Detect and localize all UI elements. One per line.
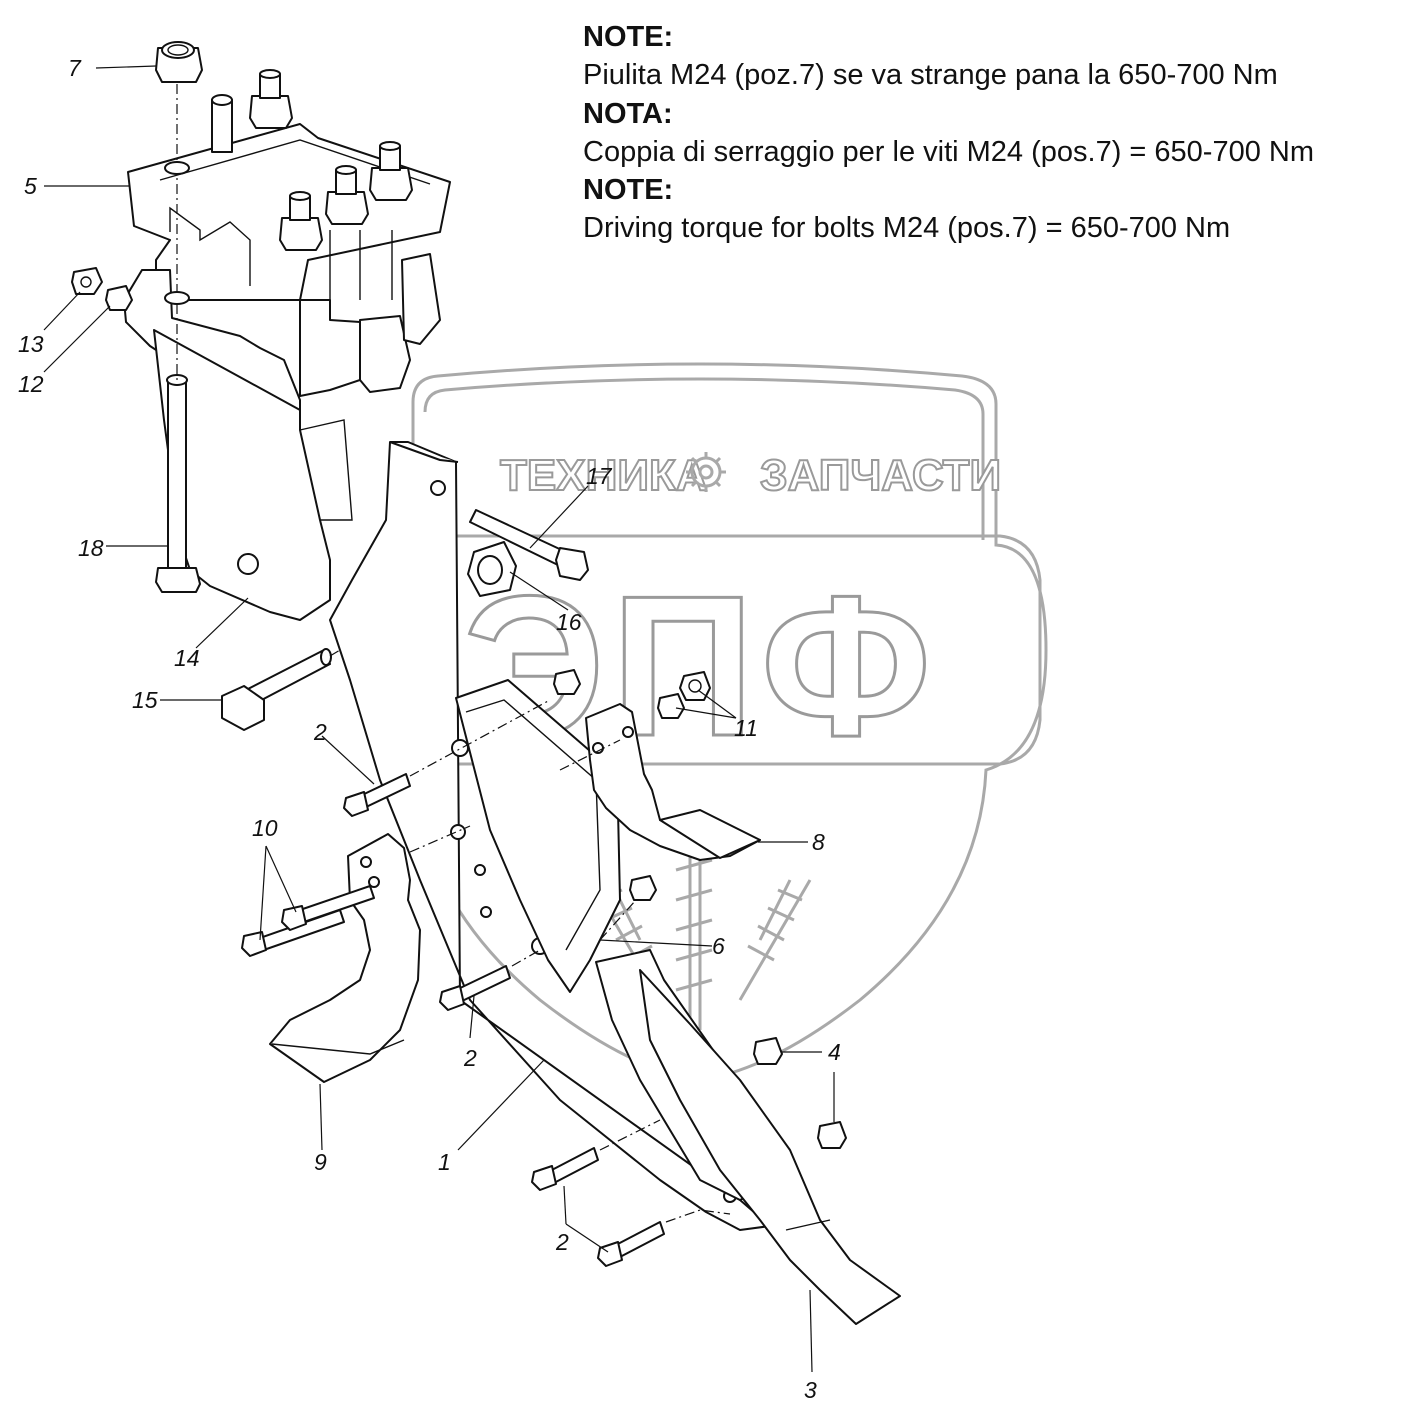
gear-icon <box>686 452 726 492</box>
callout-4: 4 <box>828 1039 841 1065</box>
callout-2-lower: 2 <box>555 1229 569 1255</box>
note-text-en: Driving torque for bolts M24 (pos.7) = 6… <box>583 212 1231 245</box>
callout-3: 3 <box>804 1377 817 1403</box>
note-heading-ro: NOTE: <box>583 21 674 53</box>
note-heading-en: NOTE: <box>583 174 674 207</box>
wing-part-8 <box>585 703 761 861</box>
wheat-ears-icon <box>588 840 812 1030</box>
bolt-17-nut-16 <box>467 509 589 597</box>
callout-9: 9 <box>314 1149 327 1175</box>
leader-lines <box>43 65 835 1373</box>
callout-16: 16 <box>556 609 582 635</box>
torque-notes: NOTE: Piulita M24 (poz.7) se va strange … <box>583 18 1398 248</box>
callout-13: 13 <box>18 331 44 357</box>
assembly-axes <box>409 699 731 1223</box>
callout-11: 11 <box>734 715 758 741</box>
callout-labels: 7 5 13 12 18 14 15 17 16 2 10 11 8 6 4 2… <box>18 55 841 1403</box>
callout-1: 1 <box>438 1149 451 1175</box>
note-text-it: Coppia di serraggio per le viti M24 (pos… <box>583 135 1315 168</box>
shank-part-1 <box>329 441 771 1231</box>
callout-6: 6 <box>712 933 725 959</box>
callout-18: 18 <box>78 535 104 561</box>
watermark-logo: ТЕХНИКА ЗАПЧАСТИ ЭПФ <box>354 362 1048 1082</box>
callout-2-upper: 2 <box>313 719 327 745</box>
watermark-text-left: ТЕХНИКА <box>500 451 708 500</box>
callout-14: 14 <box>174 645 200 671</box>
callout-5: 5 <box>24 173 37 199</box>
bolts-2 <box>343 773 665 1267</box>
note-text-ro: Piulita M24 (poz.7) se va strange pana l… <box>583 59 1278 92</box>
share-part-3 <box>639 969 901 1325</box>
callout-12: 12 <box>18 371 44 397</box>
bracket-assembly <box>71 41 451 621</box>
callout-7: 7 <box>68 55 82 81</box>
callout-8: 8 <box>812 829 825 855</box>
callout-17: 17 <box>586 463 613 489</box>
wing-part-9 <box>269 833 421 1083</box>
callout-2-middle: 2 <box>463 1045 477 1071</box>
callout-10: 10 <box>252 815 278 841</box>
watermark-text-right: ЗАПЧАСТИ <box>760 451 1001 500</box>
callout-15: 15 <box>132 687 158 713</box>
note-heading-it: NOTA: <box>583 97 673 130</box>
